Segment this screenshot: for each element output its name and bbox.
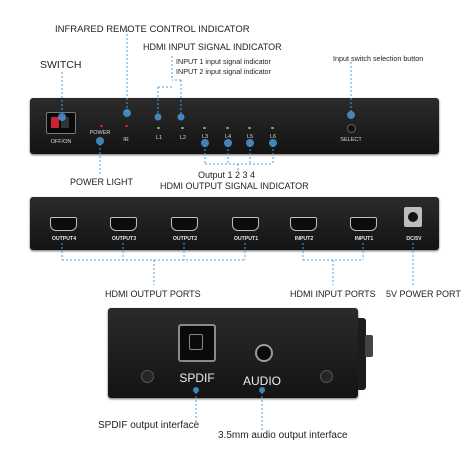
output2-label: OUTPUT2	[172, 236, 198, 242]
input1-label: INPUT1	[354, 236, 374, 242]
l5-label: L5	[246, 134, 254, 140]
input1-signal-callout: INPUT 1 input signal indicator	[176, 57, 271, 66]
dc-power-jack[interactable]	[404, 207, 422, 227]
l3-label: L3	[201, 134, 209, 140]
spdif-label: SPDIF	[179, 371, 215, 385]
power-switch[interactable]	[46, 112, 76, 134]
switch-rocker	[51, 117, 59, 128]
l6-label: L6	[269, 134, 277, 140]
hdmi-output-ports-callout: HDMI OUTPUT PORTS	[105, 289, 201, 299]
offon-label: OFF/ON	[50, 139, 72, 145]
spdif-inner	[189, 334, 203, 350]
side-bracket	[358, 318, 366, 390]
output-numbers-callout: Output 1 2 3 4	[198, 170, 256, 180]
output1-label: OUTPUT1	[233, 236, 259, 242]
switch-rocker-off	[61, 117, 69, 128]
audio-jack[interactable]	[255, 344, 273, 362]
l5-led	[248, 127, 251, 129]
hdmi-output-signal-callout: HDMI OUTPUT SIGNAL INDICATOR	[160, 181, 309, 191]
l4-label: L4	[224, 134, 232, 140]
l2-led	[181, 127, 184, 129]
side-knob	[365, 335, 373, 357]
audio-label: AUDIO	[242, 374, 281, 388]
select-button[interactable]	[347, 124, 356, 133]
input2-signal-callout: INPUT 2 input signal indicator	[176, 67, 271, 76]
output4-label: OUTPUT4	[51, 236, 77, 242]
spdif-interface-callout: SPDIF output interface	[98, 420, 200, 431]
l6-led	[271, 127, 274, 129]
power-light-callout: POWER LIGHT	[70, 177, 134, 187]
l3-led	[203, 127, 206, 129]
screw-left-icon	[141, 370, 154, 383]
output3-label: OUTPUT3	[111, 236, 137, 242]
ir-indicator-callout: INFRARED REMOTE CONTROL INDICATOR	[55, 24, 250, 35]
screw-right-icon	[320, 370, 333, 383]
l2-label: L2	[179, 135, 187, 141]
switch-callout: SWITCH	[40, 59, 82, 71]
dc-label: DC/5V	[406, 236, 422, 242]
ir-label: IR	[123, 137, 129, 143]
input2-label: INPUT2	[294, 236, 314, 242]
power-label: POWER	[89, 130, 111, 136]
output4-port[interactable]	[50, 217, 77, 231]
output1-port[interactable]	[232, 217, 259, 231]
ir-led	[125, 125, 128, 127]
side-panel-device	[108, 308, 358, 398]
l4-led	[226, 127, 229, 129]
input1-port[interactable]	[350, 217, 377, 231]
power-port-callout: 5V POWER PORT	[386, 289, 461, 299]
select-label: SELECT	[340, 137, 362, 143]
l1-led	[157, 127, 160, 129]
input2-port[interactable]	[290, 217, 317, 231]
audio-interface-callout: 3.5mm audio output interface	[218, 430, 348, 441]
front-panel-device	[30, 98, 439, 154]
hdmi-input-ports-callout: HDMI INPUT PORTS	[290, 289, 376, 299]
spdif-port[interactable]	[178, 324, 216, 362]
input-switch-button-callout: Input switch selection button	[333, 54, 424, 63]
output3-port[interactable]	[110, 217, 137, 231]
l1-label: L1	[155, 135, 163, 141]
hdmi-input-signal-callout: HDMI INPUT SIGNAL INDICATOR	[143, 42, 282, 52]
dc-jack-hole	[408, 212, 418, 222]
output2-port[interactable]	[171, 217, 198, 231]
power-led	[100, 125, 103, 127]
